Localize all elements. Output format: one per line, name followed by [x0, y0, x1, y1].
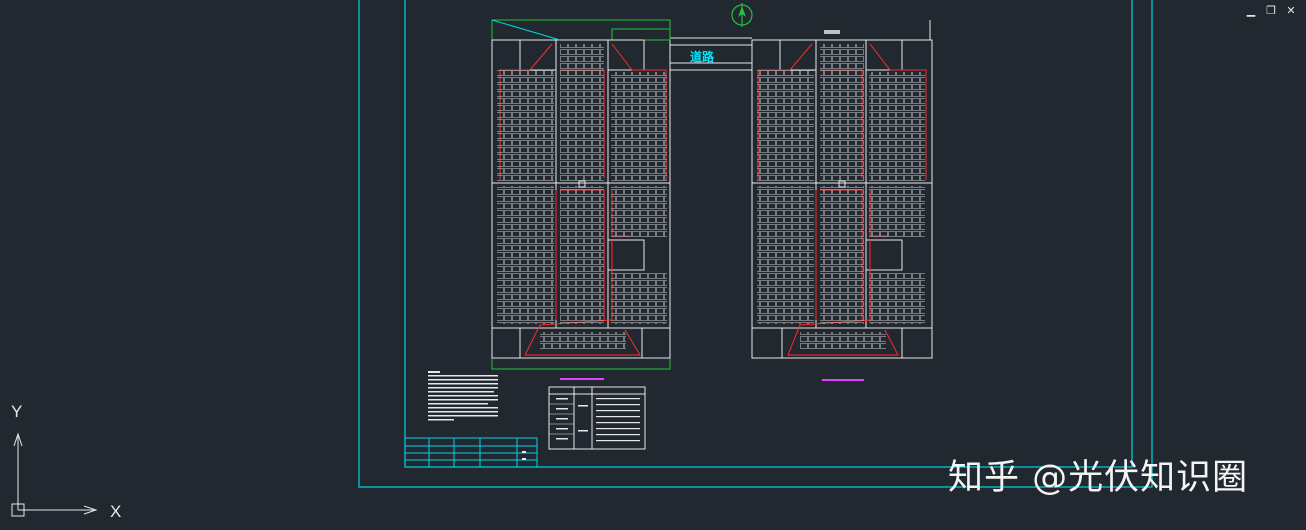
close-button[interactable]: ✕: [1286, 4, 1296, 17]
pv-array-right: [751, 20, 933, 381]
ucs-y-label: Y: [11, 402, 23, 421]
outer-frame: [358, 0, 1153, 488]
legend-table: [548, 386, 646, 450]
restore-button[interactable]: ❐: [1266, 4, 1276, 17]
road-label: 道路: [690, 50, 715, 64]
road: [670, 37, 752, 71]
north-arrow-icon: [731, 3, 753, 27]
watermark: 知乎 @光伏知识圈: [948, 458, 1249, 498]
pv-array-left: [491, 19, 671, 380]
title-block: [404, 437, 538, 468]
ucs-x-label: X: [110, 502, 122, 521]
window-controls: ▁ ❐ ✕: [1244, 4, 1298, 18]
design-notes: [428, 371, 498, 421]
ucs-axis-icon: [11, 432, 98, 517]
minimize-button[interactable]: ▁: [1246, 4, 1256, 17]
inner-frame: [404, 0, 1133, 468]
